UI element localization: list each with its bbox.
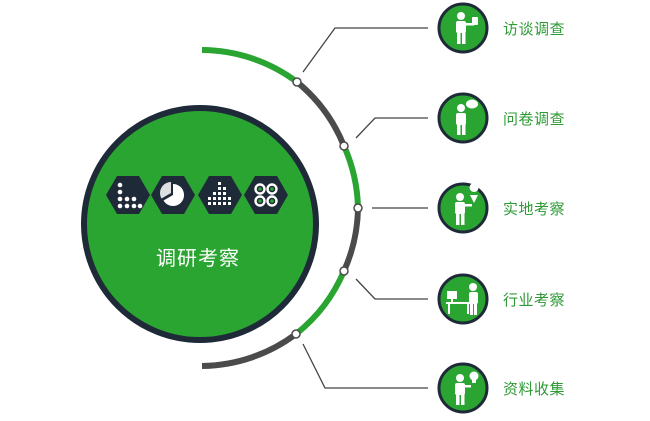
arc-nodes (291, 77, 363, 339)
method-label-field-visit: 实地考察 (503, 200, 566, 218)
scatter-dots-icon (106, 176, 150, 214)
center-circle (81, 105, 319, 343)
outer-arc (201, 47, 361, 369)
person-with-speech-bubble-icon (437, 92, 489, 144)
method-label-interview: 访谈调查 (503, 20, 566, 38)
arc-segment-3 (341, 144, 361, 209)
pie-chart-icon (151, 176, 195, 214)
person-holding-card-icon (437, 2, 489, 54)
method-icons (437, 2, 489, 414)
gears-grid-icon (244, 176, 288, 214)
person-at-computer-desk-icon (437, 273, 489, 325)
arc-segment-4 (341, 207, 361, 273)
method-label-industry-visit: 行业考察 (503, 291, 566, 309)
connector-lines (302, 27, 428, 389)
method-label-questionnaire: 问卷调查 (503, 110, 566, 128)
method-label-data-collection: 资料收集 (503, 380, 566, 398)
person-with-lightbulb-icon (437, 362, 489, 414)
arc-segment-1 (201, 47, 299, 85)
arc-segment-5 (294, 269, 347, 337)
arc-segment-2 (295, 79, 347, 148)
bar-chart-icon (198, 176, 242, 214)
person-with-map-pin-icon (437, 182, 489, 234)
hex-icons-row (106, 176, 288, 214)
center-label: 调研考察 (156, 246, 240, 270)
arc-segment-6 (201, 331, 298, 369)
